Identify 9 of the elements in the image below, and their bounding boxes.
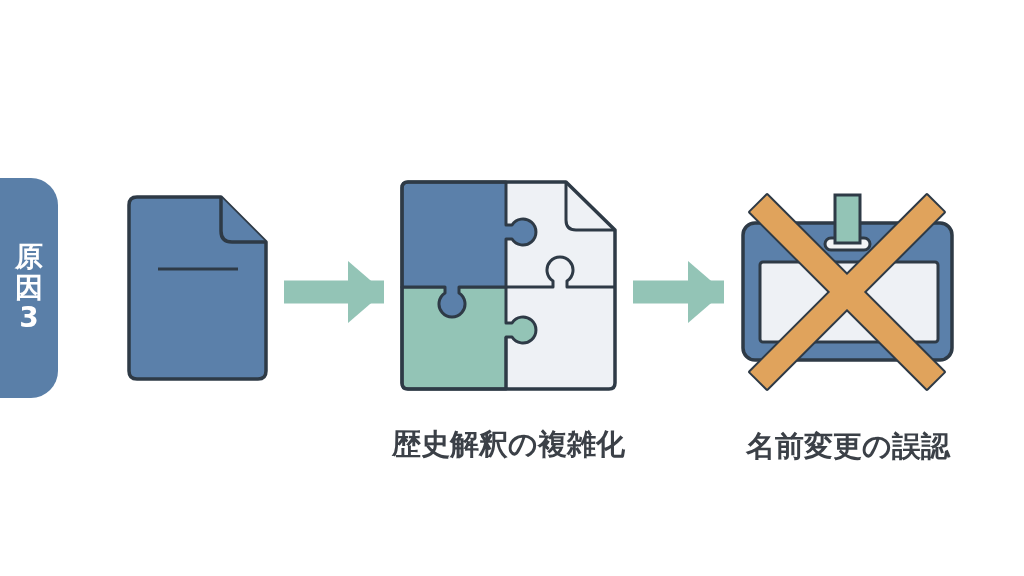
crossed-badge-icon bbox=[740, 192, 955, 393]
arrow bbox=[284, 261, 384, 323]
tab-label: 原因3 bbox=[15, 241, 43, 335]
caption-text: 歴史解釈の複雑化 bbox=[392, 427, 625, 462]
puzzle-document-icon bbox=[400, 180, 617, 391]
arrow bbox=[633, 261, 724, 323]
document-icon bbox=[127, 195, 268, 381]
side-tab bbox=[0, 178, 58, 398]
caption-text: 名前変更の誤認 bbox=[745, 429, 950, 464]
